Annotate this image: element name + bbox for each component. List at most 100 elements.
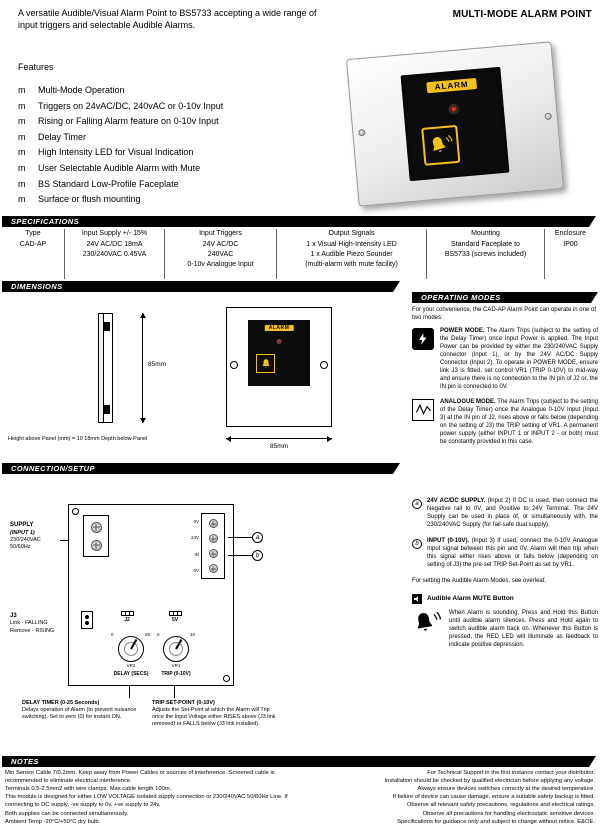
feature-label: High Intensity LED for Visual Indication	[38, 147, 194, 158]
terminal-screw-icon	[208, 549, 218, 558]
terminal-screw-icon	[208, 534, 218, 543]
pin-label: 0V	[193, 568, 199, 574]
mute-bell-wrap	[412, 610, 444, 650]
spec-column-input-supply: Input Supply +/- 15% 24V AC/DC 18mA 230/…	[64, 229, 164, 279]
section-header-connection: CONNECTION/SETUP	[2, 463, 400, 474]
analogue-mode-icon	[412, 398, 434, 421]
feature-label: Surface or flush mounting	[38, 194, 141, 205]
features-heading: Features	[18, 62, 54, 72]
side-view-clip	[104, 405, 110, 414]
screw-icon	[358, 128, 366, 137]
trip-setpoint-note: TRIP SET-POINT (0-10V) Adjusts the Set-P…	[152, 700, 280, 729]
spec-value: 1 x Visual High-Intensity LED 1 x Audibl…	[305, 241, 398, 268]
terminal-screw-icon	[90, 521, 102, 533]
terminal-screw-icon	[208, 564, 218, 573]
dimension-arrow	[139, 418, 146, 423]
notes-section: Min Sensor Cable 7/0.2mm. Keep away from…	[5, 769, 595, 826]
feature-label: Multi-Mode Operation	[38, 85, 125, 95]
j3-name: J3	[10, 613, 17, 619]
spec-label: Enclosure	[554, 230, 587, 237]
delay-timer-note: DELAY TIMER (0-25 Seconds) Delays operat…	[22, 700, 144, 721]
pin-label: 0V	[193, 518, 199, 524]
spec-label: Output Signals	[328, 230, 375, 237]
note-a-title: 24V AC/DC SUPPLY.	[427, 498, 486, 504]
dial-scale-label: 0	[157, 632, 160, 637]
specifications-table: Type CAD-AP Input Supply +/- 15% 24V AC/…	[2, 229, 596, 279]
notes-left-column: Min Sensor Cable 7/0.2mm. Keep away from…	[5, 769, 303, 826]
feature-label: Delay Timer	[38, 131, 87, 142]
pointer-line	[129, 686, 130, 698]
pin-label: IN	[194, 551, 200, 557]
feature-label: BS Standard Low-Profile Faceplate	[38, 178, 179, 189]
trip-setpoint-body: Adjusts the Set-Point at which the Alarm…	[152, 707, 276, 728]
spec-value: 24V AC/DC 18mA 230/240VAC 0.45VA	[82, 241, 147, 258]
note-line: Specifications for guidance only and sub…	[397, 818, 595, 825]
power-mode-icon	[412, 328, 434, 351]
red-led	[451, 106, 456, 112]
j3-label: J3 Link - FALLING Remove - RISING	[10, 612, 68, 635]
spec-value: IP00	[563, 241, 578, 248]
connection-notes: a 24V AC/DC SUPPLY. (Input 2) If DC is u…	[412, 498, 598, 650]
spec-column-type: Type CAD-AP	[2, 229, 64, 279]
spec-value: CAD-AP	[19, 241, 47, 248]
alarm-panel: ALARM	[400, 66, 510, 182]
bullet-marker: m	[18, 85, 26, 95]
bullet-marker: m	[18, 162, 26, 173]
jumper-pin	[85, 621, 89, 625]
jumper-pin	[85, 614, 89, 619]
bullet-marker: m	[18, 178, 26, 189]
feature-label: User Selectable Audible Alarm with Mute	[38, 162, 201, 173]
alarm-label: ALARM	[264, 325, 294, 331]
bullet-marker: m	[18, 116, 26, 127]
analogue-mode-item: ANALOGUE MODE. The Alarm Trips (subject …	[412, 398, 599, 447]
supply-label: SUPPLY (INPUT 1) 230/240VAC 50/60Hz	[10, 522, 64, 551]
mute-button-pad	[256, 354, 275, 373]
side-view-clip	[104, 322, 110, 331]
mute-heading-row: Audible Alarm MUTE Button	[412, 593, 598, 604]
spec-column-input-triggers: Input Triggers 24V AC/DC 240VAC 0-10v An…	[164, 229, 276, 279]
note-b-body: (Input 3) If used, connect the 0-10V Ana…	[427, 537, 599, 568]
note-a-item: a 24V AC/DC SUPPLY. (Input 2) If DC is u…	[412, 498, 598, 530]
screw-hole-icon	[230, 361, 238, 369]
analogue-mode-body: The Alarm Trips (subject to the setting …	[440, 398, 599, 445]
power-mode-item: POWER MODE. The Alarm Trips (subject to …	[412, 328, 598, 392]
connection-diagram: SUPPLY (INPUT 1) 230/240VAC 50/60Hz 0V 2…	[2, 478, 400, 750]
note-line: Terminals 0.5-2.5mm2 with wire clamps. M…	[5, 786, 172, 793]
spec-label: Mounting	[471, 230, 500, 237]
terminal-screw-icon	[90, 539, 102, 551]
pin-header-icon	[168, 611, 182, 616]
product-photo: ALARM	[330, 34, 590, 216]
page-title: MULTI-MODE ALARM POINT	[452, 9, 592, 20]
power-mode-title: POWER MODE.	[440, 328, 485, 335]
note-line: Both supplies can be connected simultane…	[5, 810, 129, 817]
dial-scale-label: 10	[190, 632, 196, 637]
input-terminal-block	[201, 513, 225, 579]
screw-icon	[544, 112, 552, 121]
faceplate: ALARM	[345, 41, 565, 207]
mute-description-row: When Alarm is sounding, Press and Hold t…	[412, 610, 598, 650]
pcb-board: 0V 24V IN 0V J2 5V 0 25 0 10	[68, 504, 234, 686]
trip-dial	[163, 636, 189, 662]
dial-scale-label: 0	[111, 632, 114, 637]
j3-line: Link - FALLING	[10, 620, 48, 627]
spec-column-mounting: Mounting Standard Faceplate to BS5733 (s…	[426, 229, 544, 279]
marker-b: b	[412, 538, 422, 549]
callout-line	[228, 537, 252, 538]
bullet-marker: m	[18, 131, 26, 142]
dial-caption: TRIP (0-10V)	[161, 671, 191, 677]
dimension-line-vertical	[142, 313, 143, 423]
dial-caption: DELAY (SECS)	[113, 671, 149, 677]
feature-label: Rising or Falling Alarm feature on 0-10v…	[38, 116, 219, 127]
spec-column-enclosure: Enclosure IP00	[544, 229, 596, 279]
dial-name: VR2	[126, 663, 136, 668]
bell-icon	[262, 358, 269, 368]
dimension-line-horizontal	[226, 438, 332, 439]
dimension-label-vertical: 85mm	[148, 361, 167, 368]
supply-line: 50/60Hz	[10, 544, 31, 551]
mounting-hole	[72, 508, 79, 515]
mounting-hole	[223, 675, 230, 682]
spec-column-output-signals: Output Signals 1 x Visual High-Intensity…	[276, 229, 426, 279]
